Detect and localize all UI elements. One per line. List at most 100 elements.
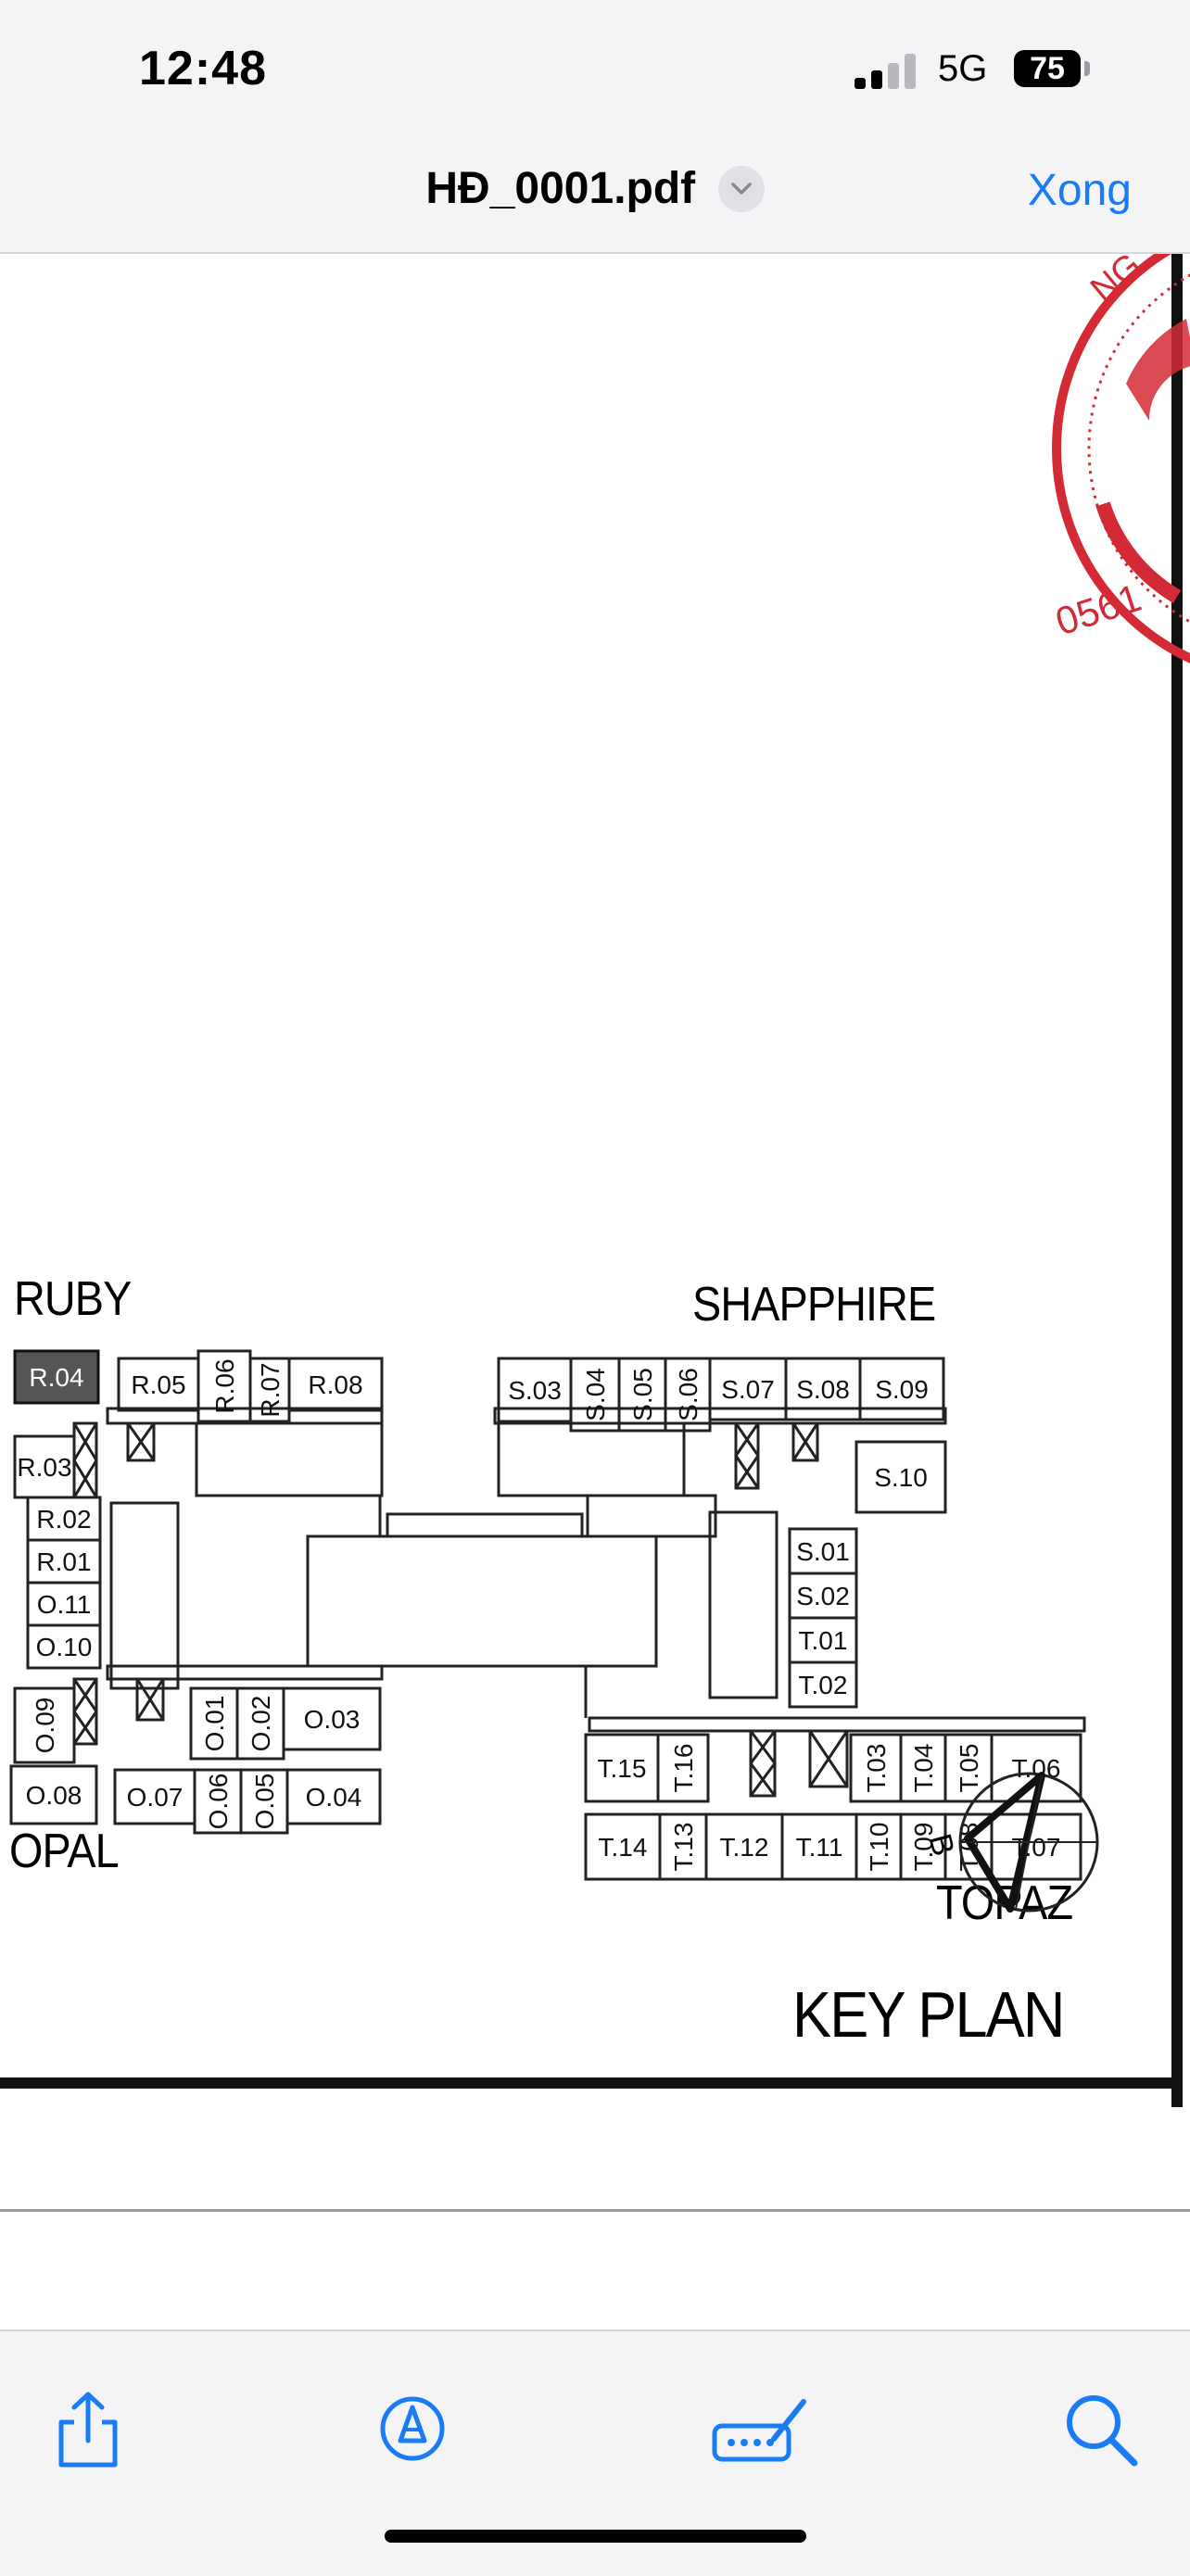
unit-r04: R.04: [29, 1363, 83, 1392]
share-icon[interactable]: [46, 2387, 130, 2470]
unit-s10: S.10: [855, 1440, 947, 1514]
unit-label: T.03: [862, 1744, 891, 1793]
unit-label: S.09: [875, 1375, 929, 1404]
unit-s02: S.02: [788, 1572, 858, 1620]
unit-label: O.10: [36, 1633, 93, 1661]
title-menu[interactable]: HĐ_0001.pdf: [0, 163, 1190, 214]
unit-t03: T.03: [849, 1733, 903, 1803]
key-plan-title: KEY PLAN: [792, 1978, 1065, 2051]
unit-label: R.08: [308, 1370, 362, 1399]
compass-icon: B: [922, 1772, 1099, 1913]
unit-o02: O.02: [235, 1686, 285, 1761]
unit-label: R.02: [36, 1505, 91, 1534]
unit-label: S.03: [508, 1376, 562, 1405]
unit-label: O.09: [31, 1698, 59, 1754]
unit-label: T.09: [909, 1823, 938, 1872]
unit-label: S.06: [674, 1368, 703, 1421]
unit-s05: S.05: [617, 1357, 667, 1433]
unit-label: O.06: [204, 1774, 233, 1830]
zone-label-shapphire: SHAPPHIRE: [692, 1278, 936, 1332]
unit-outline: [788, 1661, 858, 1709]
unit-label: S.08: [796, 1375, 850, 1404]
unit-r07: R.07: [248, 1357, 291, 1423]
unit-outline: [9, 1764, 98, 1825]
unit-outline: [285, 1768, 382, 1825]
unit-o07: O.07: [113, 1768, 196, 1825]
unit-label: S.07: [721, 1375, 775, 1404]
search-icon[interactable]: [1058, 2387, 1142, 2470]
status-bar: 12:48 5G 75: [0, 0, 1190, 139]
unit-label: O.03: [304, 1705, 361, 1734]
unit-o01: O.01: [189, 1686, 239, 1761]
unit-s08: S.08: [784, 1357, 862, 1421]
unit-label: R.05: [131, 1370, 185, 1399]
done-button[interactable]: Xong: [1027, 166, 1132, 215]
unit-label: T.02: [799, 1671, 848, 1699]
unit-o05: O.05: [239, 1768, 289, 1835]
unit-outline: [282, 1686, 382, 1751]
unit-o11: O.11: [26, 1581, 102, 1627]
unit-t16: T.16: [656, 1733, 710, 1803]
pdf-page[interactable]: 0561 NG RUBY SHAPPHIRE OPAL TOPAZ: [0, 254, 1190, 2330]
unit-label: T.04: [909, 1744, 938, 1793]
key-plan-drawing: R.04 R.05 R.06 R.07 R.08R.03R.02R.01O.11O.10…: [9, 1349, 1099, 1913]
unit-label: R.06: [210, 1358, 239, 1413]
markup-icon[interactable]: [371, 2387, 454, 2470]
unit-s07: S.07: [708, 1357, 788, 1421]
unit-t02: T.02: [788, 1661, 858, 1709]
unit-outline: [13, 1686, 76, 1764]
unit-r01: R.01: [26, 1538, 102, 1585]
status-time: 12:48: [139, 42, 267, 95]
unit-r03: R.03: [13, 1434, 76, 1499]
unit-label: S.01: [796, 1537, 850, 1566]
unit-s01: S.01: [788, 1527, 858, 1575]
chevron-down-icon[interactable]: [717, 165, 765, 212]
unit-label: S.02: [796, 1582, 850, 1610]
battery-nub: [1084, 61, 1090, 76]
unit-label: O.07: [127, 1783, 184, 1812]
unit-label: O.01: [200, 1696, 229, 1752]
unit-r05: R.05: [117, 1357, 200, 1412]
unit-label: T.10: [865, 1823, 893, 1872]
unit-r02: R.02: [26, 1496, 102, 1542]
unit-label: R.04: [29, 1363, 83, 1392]
unit-outline: [287, 1357, 384, 1412]
unit-label: S.04: [581, 1368, 610, 1421]
nav-bar: HĐ_0001.pdf Xong: [0, 139, 1190, 254]
unit-outline: [855, 1440, 947, 1514]
signature-icon[interactable]: [709, 2387, 811, 2470]
unit-t12: T.12: [704, 1812, 784, 1881]
unit-o09: O.09: [13, 1686, 76, 1764]
unit-t07: T.07: [990, 1812, 1082, 1881]
unit-label: T.05: [955, 1744, 983, 1793]
unit-label: O.11: [37, 1590, 92, 1619]
unit-label: S.05: [628, 1368, 657, 1421]
unit-label: O.04: [306, 1783, 362, 1812]
unit-o06: O.06: [193, 1768, 243, 1835]
unit-label: T.01: [799, 1626, 848, 1655]
unit-label: O.08: [26, 1781, 82, 1810]
unit-t01: T.01: [788, 1616, 858, 1664]
unit-o04: O.04: [285, 1768, 382, 1825]
battery-icon: 75: [1014, 50, 1081, 87]
page-separator: [0, 2209, 1190, 2212]
unit-s09: S.09: [858, 1357, 945, 1421]
unit-label: T.12: [720, 1833, 769, 1862]
unit-label: T.14: [599, 1833, 648, 1862]
unit-t04: T.04: [899, 1733, 947, 1803]
unit-label: T.11: [796, 1833, 843, 1862]
unit-label: T.13: [669, 1823, 698, 1872]
unit-s04: S.04: [569, 1357, 621, 1433]
unit-o03: O.03: [282, 1686, 382, 1751]
network-type: 5G: [938, 48, 988, 89]
page-border-right: [1171, 254, 1183, 2107]
unit-label: O.02: [247, 1696, 275, 1752]
unit-s06: S.06: [664, 1357, 712, 1433]
unit-o08: O.08: [9, 1764, 98, 1825]
unit-label: T.16: [669, 1744, 698, 1793]
unit-r08: R.08: [287, 1357, 384, 1412]
page-border-bottom: [0, 2077, 1183, 2089]
home-indicator[interactable]: [385, 2530, 806, 2543]
unit-t05: T.05: [943, 1733, 994, 1803]
document-title[interactable]: HĐ_0001.pdf: [425, 164, 696, 213]
